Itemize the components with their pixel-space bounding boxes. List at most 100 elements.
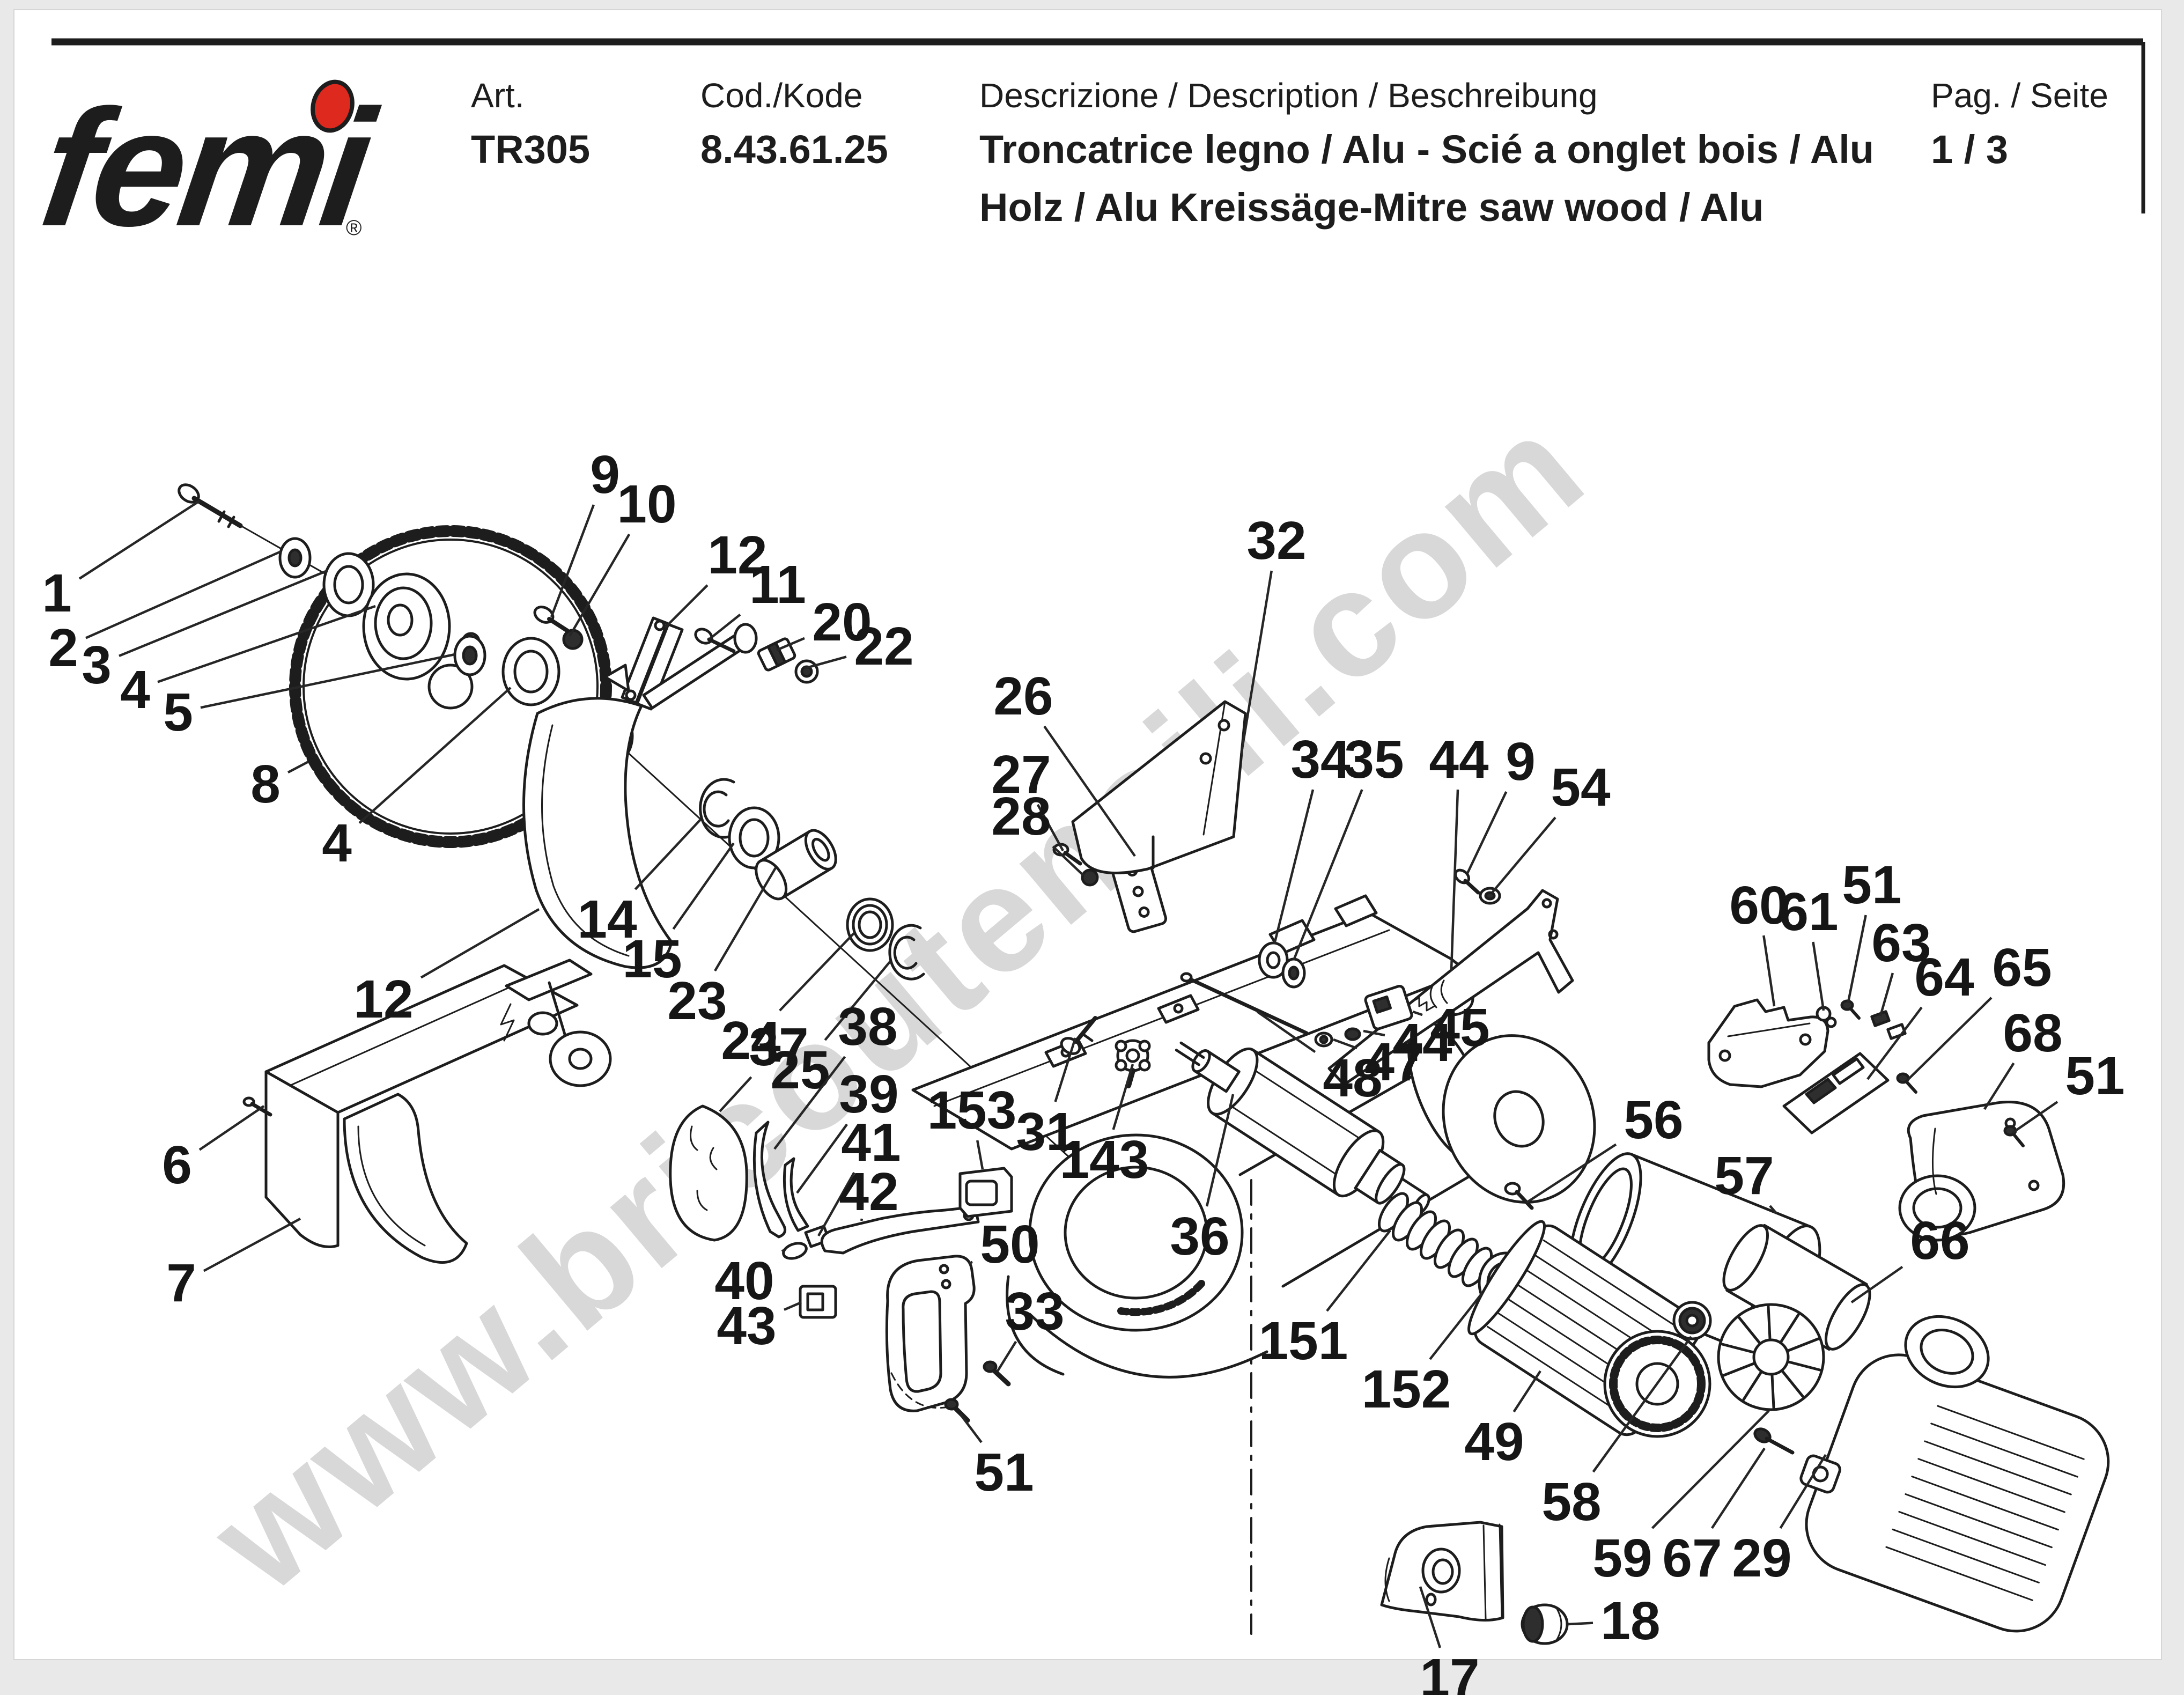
part-screw-56 [1504,1182,1534,1210]
leader-line [1512,1370,1541,1413]
leader-line [796,1123,848,1194]
leader-line [1419,1586,1442,1648]
leader-line [550,504,595,617]
part-number-7: 7 [166,1253,196,1313]
part-number-10: 10 [617,474,676,534]
leader-line [1363,1029,1385,1037]
part-number-33: 33 [1005,1281,1064,1342]
part-number-37: 37 [749,1017,808,1077]
part-number-20: 20 [812,592,872,652]
part-number-18: 18 [1600,1591,1660,1651]
part-number-5: 5 [163,682,193,742]
leader-line [719,1076,752,1112]
leader-line [776,637,805,652]
description-line2: Holz / Alu Kreissäge-Mitre saw wood / Al… [979,185,1764,230]
part-rod-44 [1327,889,1574,1086]
part-ring-15 [728,806,780,869]
leader-line [1036,804,1064,852]
part-spring-151 [1377,1192,1493,1287]
leader-line [1205,1094,1235,1207]
leader-line [1879,972,1894,1016]
header: femi ® Art. TR305 Cod./Kode 8.43.61.25 D… [31,38,2145,261]
part-number-59: 59 [1592,1528,1652,1588]
part-flange-3 [322,552,375,617]
leader-line [1983,1062,2015,1110]
part-number-65: 65 [1992,938,2052,998]
part-bracket-60 [1707,998,1829,1088]
brand-logo: femi ® [31,75,386,261]
leader-line [634,819,702,890]
part-number-4: 4 [322,813,352,873]
part-number-15: 15 [622,929,682,989]
leader-line [1651,1410,1770,1529]
leader-line [784,1301,802,1311]
part-handle-17 [1380,1521,1504,1622]
page-value: 1 / 3 [1931,127,2008,172]
part-number-43: 43 [717,1296,776,1356]
part-number-56: 56 [1624,1090,1683,1150]
part-number-9: 9 [590,445,620,505]
part-switch-153 [958,1167,1013,1218]
leader-line [1812,941,1825,1011]
part-number-6: 6 [162,1135,192,1195]
leader-line [358,687,512,824]
leader-line [78,500,201,580]
leader-line [1054,1037,1077,1102]
part-number-29: 29 [1732,1528,1791,1588]
part-number-152: 152 [1362,1359,1451,1419]
leader-line [1762,935,1776,1007]
leader-line [85,550,282,639]
part-button-18 [1521,1603,1569,1645]
part-washer-28 [1081,868,1099,887]
part-number-57: 57 [1714,1146,1774,1206]
leader-line [1326,1229,1391,1312]
leader-line [1273,789,1315,945]
part-screw-11 [694,628,736,653]
leader-line [420,908,540,979]
part-end-cap-29 [1799,1315,2110,1633]
description-label: Descrizione / Description / Beschreibung [979,76,1598,115]
part-screw-9 [533,606,570,633]
leader-line [1491,816,1556,894]
exploded-diagram [178,483,2110,1645]
part-number-44: 44 [1392,1013,1452,1073]
part-screw-9b [1453,868,1480,895]
part-number-17: 17 [1420,1648,1479,1695]
leader-line [1779,1454,1827,1529]
code-label: Cod./Kode [700,76,862,115]
part-number-58: 58 [1541,1472,1601,1532]
part-number-63: 63 [1871,913,1931,973]
leader-line [779,932,855,1012]
part-number-41: 41 [841,1112,901,1173]
part-number-45: 45 [1430,998,1489,1058]
part-number-27: 27 [991,745,1051,805]
part-number-38: 38 [838,997,897,1057]
part-number-36: 36 [1170,1206,1229,1266]
leader-line [1525,1143,1617,1204]
leader-line [997,1340,1017,1372]
part-link-arms-12 [603,616,758,711]
part-washer-35 [1281,957,1306,989]
leader-line [1592,1336,1692,1473]
leader-line [824,960,891,1041]
part-number-51: 51 [974,1442,1034,1502]
part-number-54: 54 [1551,757,1611,817]
part-main-body [911,894,1596,1379]
leader-line [157,605,376,683]
part-board-64 [1782,1052,1890,1134]
part-screw-67 [1753,1427,1795,1455]
part-number-2: 2 [48,618,78,678]
part-nut-22 [794,659,819,684]
leader-line [976,1140,984,1170]
part-number-35: 35 [1344,729,1404,790]
part-number-11: 11 [749,555,806,615]
page-label: Pag. / Seite [1931,76,2108,115]
part-number-153: 153 [927,1080,1017,1140]
part-number-24: 24 [721,1011,781,1071]
leader-line [672,842,735,930]
part-shaft-48 [1180,972,1309,1035]
part-screw-33 [983,1360,1011,1387]
part-knob-143 [1115,1039,1151,1088]
leader-line [1866,1006,1923,1080]
part-outer-flange-4 [362,572,451,681]
